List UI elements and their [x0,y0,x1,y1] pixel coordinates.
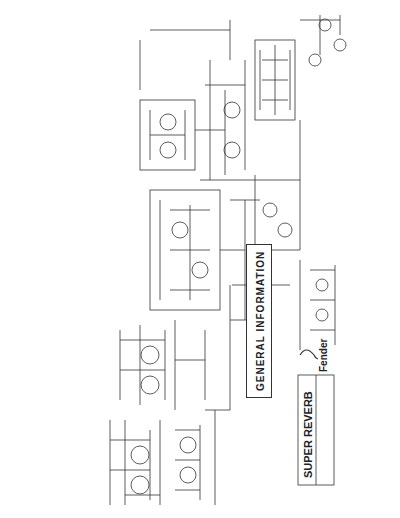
logo-text: Fender [318,339,329,372]
title-text: SUPER REVERB [302,391,314,478]
info-box: GENERAL INFORMATION [246,244,272,398]
box-heading: GENERAL INFORMATION [255,251,266,391]
